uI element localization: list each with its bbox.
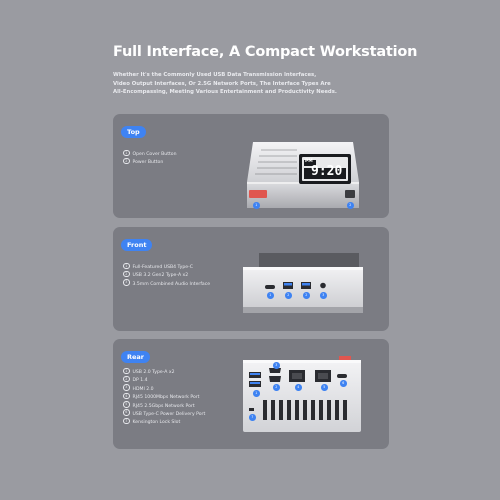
audio-jack-shape xyxy=(320,282,326,289)
item-label: Full-Featured USB4 Type-C xyxy=(132,264,193,270)
item-label: USB Type-C Power Delivery Port xyxy=(132,411,206,417)
screen-time: 9:20 xyxy=(311,164,343,179)
marker-1: 1 xyxy=(267,292,274,299)
marker-1: 1 xyxy=(253,390,260,397)
item-label: Kensington Lock Slot xyxy=(132,420,181,426)
item-label: USB 2.0 Type-A x2 xyxy=(132,369,175,375)
item-number: 1 xyxy=(123,149,130,156)
item-number: 1 xyxy=(123,262,130,269)
marker-2: 2 xyxy=(273,384,280,391)
description-line-1: Whether It's the Commonly Used USB Data … xyxy=(113,72,317,78)
item-label: USB 3.2 Gen2 Type-A x2 xyxy=(132,273,189,279)
screen-ampm: PM xyxy=(305,159,313,164)
marker-2: 2 xyxy=(347,202,354,209)
item-number: 6 xyxy=(123,409,130,416)
item-number: 5 xyxy=(123,401,130,408)
marker-3: 3 xyxy=(273,362,280,369)
item-label: Open Cover Button xyxy=(132,151,177,157)
mini-pc-top-image: PM 9:20 1 2 xyxy=(241,120,371,218)
mini-pc-rear-image: 1 2 3 4 5 6 7 xyxy=(231,344,366,444)
marker-1: 1 xyxy=(253,202,260,209)
marker-3: 3 xyxy=(320,292,327,299)
description-line-3: All-Encompassing, Meeting Various Entert… xyxy=(113,89,337,95)
marker-7: 7 xyxy=(249,414,256,421)
marker-6: 6 xyxy=(340,380,347,387)
usb4-port-shape xyxy=(265,285,275,289)
marker-5: 5 xyxy=(321,384,328,391)
mini-pc-front-image: 1 2 2 3 xyxy=(231,247,366,321)
marker-4: 4 xyxy=(295,384,302,391)
item-number: 3 xyxy=(123,384,130,391)
item-label: RJ45 2.5Gbps Network Port xyxy=(132,403,195,409)
item-label: 3.5mm Combined Audio Interface xyxy=(132,281,211,287)
item-label: DP 1.4 xyxy=(132,378,148,384)
item-number: 2 xyxy=(123,270,130,278)
item-label: RJ45 1000Mbps Network Port xyxy=(132,394,200,400)
front-view-tag: Front xyxy=(121,239,153,251)
item-number: 3 xyxy=(123,279,130,286)
page-description: Whether It's the Commonly Used USB Data … xyxy=(113,71,383,97)
item-number: 4 xyxy=(123,392,130,400)
description-line-2: Video Output Interfaces, Or 2.5G Network… xyxy=(113,80,331,87)
marker-2: 2 xyxy=(285,292,292,299)
page-title: Full Interface, A Compact Workstation xyxy=(113,44,418,60)
rear-view-tag: Rear xyxy=(121,351,151,363)
item-label: Power Button xyxy=(132,160,164,166)
item-number: 1 xyxy=(123,367,130,374)
top-view-tag: Top xyxy=(121,126,146,138)
open-cover-button-shape xyxy=(249,190,267,198)
item-label: HDMI 2.0 xyxy=(132,386,154,392)
item-number: 2 xyxy=(123,157,130,165)
item-number: 7 xyxy=(123,417,130,425)
marker-2b: 2 xyxy=(303,292,310,299)
power-button-shape xyxy=(345,190,355,198)
item-number: 2 xyxy=(123,375,130,383)
